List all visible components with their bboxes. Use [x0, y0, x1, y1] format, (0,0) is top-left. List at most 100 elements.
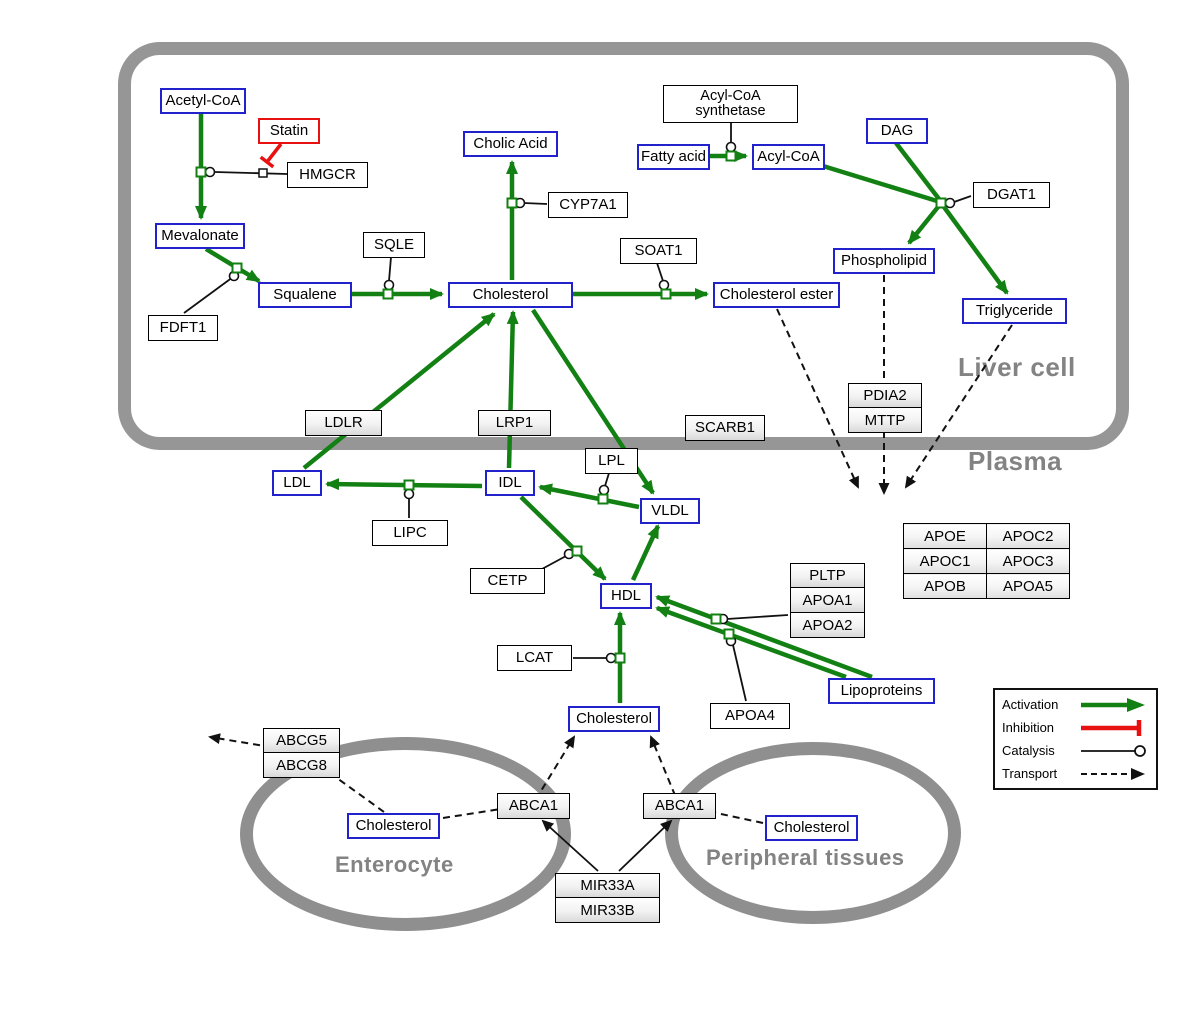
node-lipoproteins[interactable]: Lipoproteins [828, 678, 935, 704]
node-mttp[interactable]: MTTP [848, 408, 922, 433]
edge-vldl-idl-via-lpl [538, 483, 640, 510]
node-cholesterol-ester[interactable]: Cholesterol ester [713, 282, 840, 308]
reaction-node-soat1 [660, 288, 672, 300]
catalysis-fdft1 [183, 276, 234, 314]
node-apob[interactable]: APOB [903, 573, 987, 599]
legend-inhibition-label: Inhibition [1002, 720, 1055, 735]
catalysis-soat1 [656, 262, 664, 282]
reaction-node-acs [725, 150, 737, 162]
catalysis-pltp-stack [726, 614, 789, 620]
liver-cell-membrane [118, 42, 1129, 450]
node-cetp[interactable]: CETP [470, 568, 545, 594]
activation-arrow-icon [1081, 697, 1145, 712]
node-ldlr[interactable]: LDLR [305, 410, 382, 436]
node-cholic-acid[interactable]: Cholic Acid [463, 131, 558, 157]
reaction-node-cyp7a1 [506, 197, 518, 209]
node-apoa4[interactable]: APOA4 [710, 703, 790, 729]
node-lpl[interactable]: LPL [585, 448, 638, 474]
plasma-label: Plasma [968, 446, 1063, 476]
legend-row-activation: Activation [1002, 694, 1149, 716]
node-squalene[interactable]: Squalene [258, 282, 352, 308]
catalysis-apoa4 [732, 644, 747, 702]
legend-row-catalysis: Catalysis [1002, 740, 1149, 762]
catalysis-cetp [541, 555, 567, 570]
catalysis-circle-sqle [383, 279, 395, 291]
stack-pdia2-mttp: PDIA2 MTTP [848, 383, 922, 433]
node-ldl[interactable]: LDL [272, 470, 322, 496]
node-idl[interactable]: IDL [485, 470, 535, 496]
catalysis-circle-dgat1 [944, 197, 956, 209]
node-apoc1[interactable]: APOC1 [903, 548, 987, 574]
stack-mir33a-mir33b: MIR33A MIR33B [555, 873, 660, 923]
node-mir33b[interactable]: MIR33B [555, 898, 660, 923]
node-apoa2[interactable]: APOA2 [790, 613, 865, 638]
node-vldl[interactable]: VLDL [640, 498, 700, 524]
transport-enterocyte-cholesterol-abca1 [442, 735, 576, 819]
node-hdl[interactable]: HDL [600, 583, 652, 609]
node-cyp7a1[interactable]: CYP7A1 [548, 192, 628, 218]
node-soat1[interactable]: SOAT1 [620, 238, 697, 264]
node-abca1-enterocyte[interactable]: ABCA1 [497, 793, 570, 819]
node-scarb1[interactable]: SCARB1 [685, 415, 765, 441]
node-abcg8[interactable]: ABCG8 [263, 753, 340, 778]
node-cholesterol-enterocyte[interactable]: Cholesterol [347, 813, 440, 839]
reaction-node-pltp [710, 613, 722, 625]
edge-lipoproteins-hdl-upper [655, 594, 873, 680]
node-lipc[interactable]: LIPC [372, 520, 448, 546]
legend-activation-label: Activation [1002, 697, 1059, 712]
node-apoc2[interactable]: APOC2 [986, 523, 1070, 549]
reaction-node-apoa4 [723, 628, 735, 640]
reaction-node-lpl [597, 493, 609, 505]
node-mir33a[interactable]: MIR33A [555, 873, 660, 898]
edge-dag-dgatnode [894, 141, 941, 201]
legend-catalysis-label: Catalysis [1002, 743, 1055, 758]
catalysis-sqle [388, 256, 392, 282]
node-mevalonate[interactable]: Mevalonate [155, 223, 245, 249]
node-dgat1[interactable]: DGAT1 [973, 182, 1050, 208]
reaction-node-cetp [571, 545, 583, 557]
node-dag[interactable]: DAG [866, 118, 928, 144]
node-lrp1[interactable]: LRP1 [478, 410, 551, 436]
catalysis-circle-acs [725, 141, 737, 153]
catalysis-node-hmgcr [258, 168, 268, 178]
node-apoa1[interactable]: APOA1 [790, 588, 865, 613]
legend-row-transport: Transport [1002, 763, 1149, 785]
node-apoc3[interactable]: APOC3 [986, 548, 1070, 574]
node-hmgcr[interactable]: HMGCR [287, 162, 368, 188]
node-pdia2[interactable]: PDIA2 [848, 383, 922, 408]
apolipoprotein-table: APOE APOC2 APOC1 APOC3 APOB APOA5 [903, 523, 1070, 599]
node-acyl-coa-2[interactable]: Acyl-CoA [752, 144, 825, 170]
node-sqle[interactable]: SQLE [363, 232, 425, 258]
reaction-node-lipc [403, 479, 415, 491]
node-cholesterol-liver[interactable]: Cholesterol [448, 282, 573, 308]
legend-row-inhibition: Inhibition [1002, 717, 1149, 739]
node-phospholipid[interactable]: Phospholipid [833, 248, 935, 274]
acs-line1: Acyl-CoA [700, 87, 761, 104]
node-apoa5[interactable]: APOA5 [986, 573, 1070, 599]
node-fatty-acid[interactable]: Fatty acid [637, 144, 710, 170]
catalysis-circle-hmgcr [204, 166, 216, 178]
edge-acylcoa-dgatnode [822, 163, 938, 204]
node-statin[interactable]: Statin [258, 118, 320, 144]
node-acyl-coa-synthetase[interactable]: Acyl-CoA synthetase [663, 85, 798, 123]
transport-dashed-arrow-icon [1081, 767, 1145, 780]
node-abcg5[interactable]: ABCG5 [263, 728, 340, 753]
node-acetyl-coa[interactable]: Acetyl-CoA [160, 88, 246, 114]
transport-cholesterolester-plasma [776, 308, 859, 489]
node-apoe[interactable]: APOE [903, 523, 987, 549]
node-cholesterol-peripheral[interactable]: Cholesterol [765, 815, 858, 841]
node-triglyceride[interactable]: Triglyceride [962, 298, 1067, 324]
edge-mir33-abca1-left [541, 819, 599, 872]
catalysis-circle-lipc [403, 488, 415, 500]
node-fdft1[interactable]: FDFT1 [148, 315, 218, 341]
node-lcat[interactable]: LCAT [497, 645, 572, 671]
node-cholesterol-plasma[interactable]: Cholesterol [568, 706, 660, 732]
acs-line2: synthetase [695, 103, 766, 119]
edge-dgatnode-triglyceride [942, 205, 1009, 295]
edge-lipoproteins-hdl-lower [655, 605, 847, 680]
stack-abcg5-abcg8: ABCG5 ABCG8 [263, 728, 340, 778]
edge-hdl-vldl [630, 524, 661, 581]
node-abca1-peripheral[interactable]: ABCA1 [643, 793, 716, 819]
node-pltp[interactable]: PLTP [790, 563, 865, 588]
